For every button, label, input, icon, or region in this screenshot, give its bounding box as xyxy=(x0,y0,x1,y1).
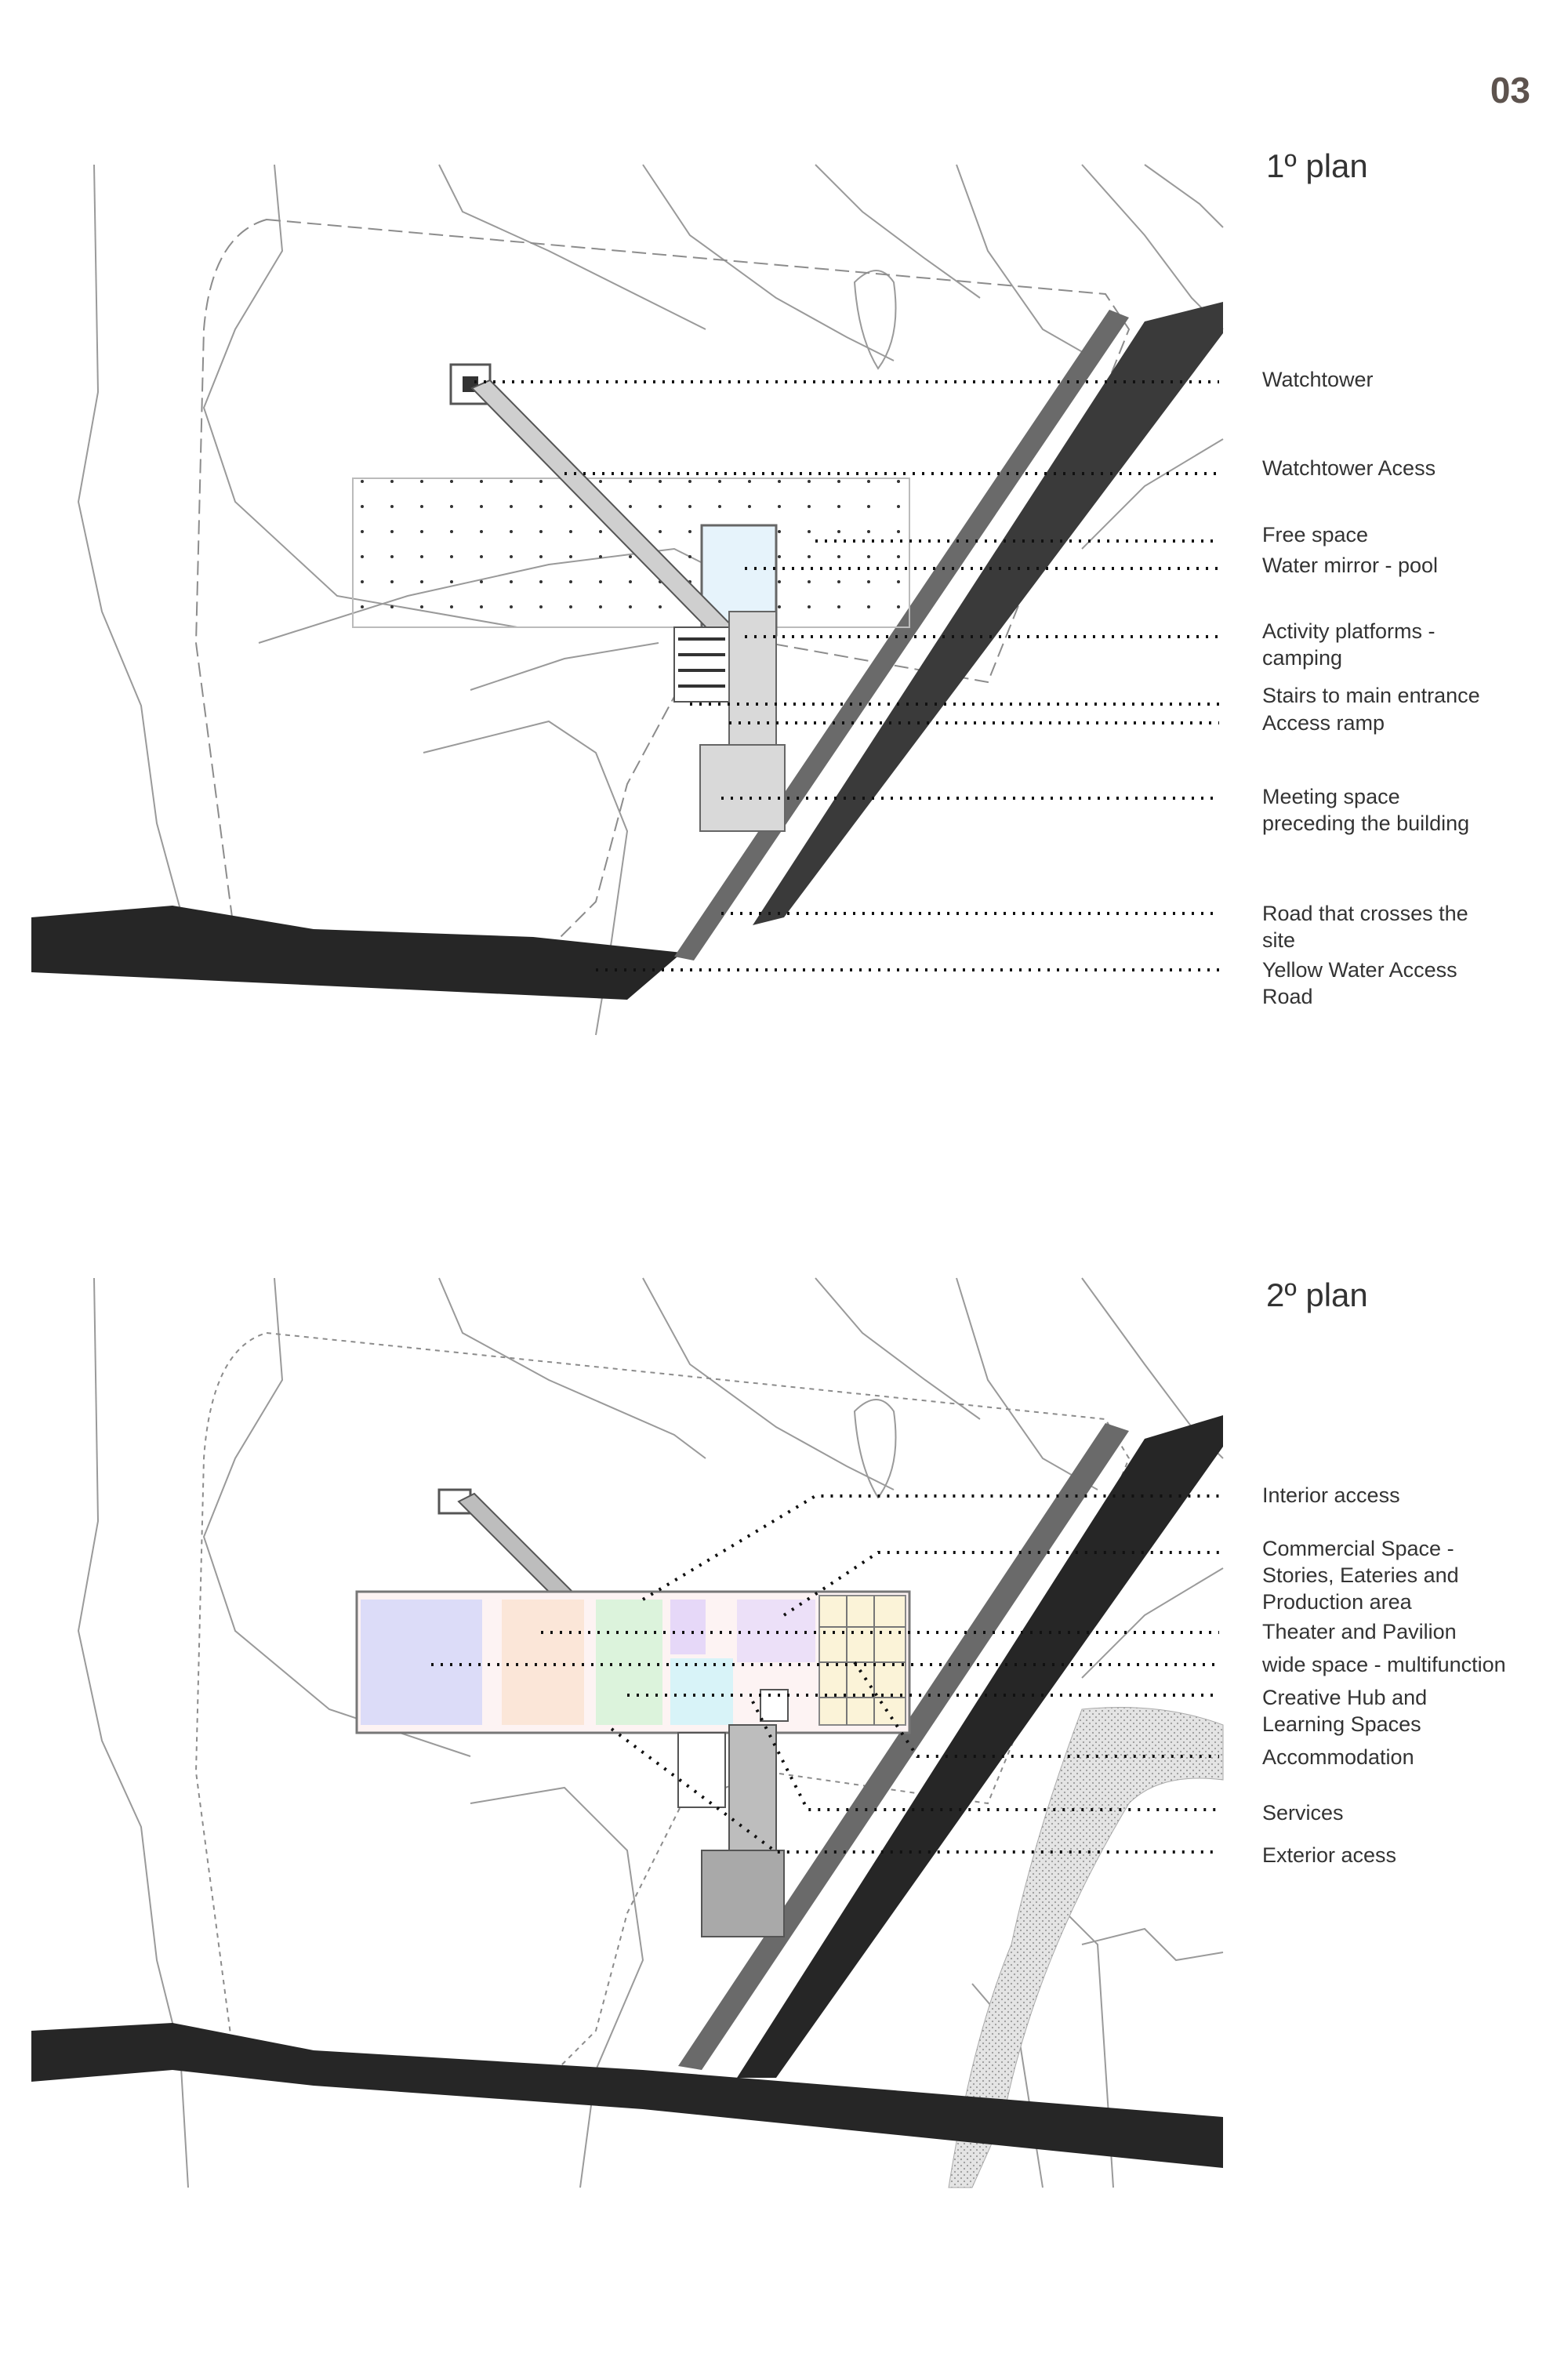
access-ramp xyxy=(728,1724,777,1851)
zone-wide-space xyxy=(361,1600,482,1725)
label-water-mirror: Water mirror - pool xyxy=(1262,554,1439,577)
label-commercial-space: Commercial Space - Stories, Eateries and… xyxy=(1262,1537,1459,1614)
access-road-dark xyxy=(753,302,1223,925)
label-activity-platforms: Activity platforms - camping xyxy=(1262,619,1436,670)
road-crossing-site xyxy=(31,906,682,1000)
plan-1-leader-lines xyxy=(474,380,1219,971)
plan-2-leader-lines xyxy=(431,1494,1219,1854)
zone-interior-access xyxy=(670,1600,706,1654)
zone-theater xyxy=(502,1600,584,1725)
label-exterior-access: Exterior acess xyxy=(1262,1843,1397,1867)
plan-1 xyxy=(31,164,1224,1036)
access-road-dark xyxy=(737,1415,1223,2078)
plan-2 xyxy=(31,1277,1224,2188)
free-space-platform xyxy=(352,477,910,628)
label-watchtower-access: Watchtower Acess xyxy=(1262,456,1436,480)
label-accommodation: Accommodation xyxy=(1262,1745,1414,1769)
zone-creative-hub xyxy=(596,1600,662,1725)
label-stairs: Stairs to main entrance xyxy=(1262,684,1480,707)
label-meeting-space: Meeting space preceding the building xyxy=(1262,785,1470,835)
zone-accommodation xyxy=(818,1595,906,1726)
label-free-space: Free space xyxy=(1262,523,1369,546)
label-services: Services xyxy=(1262,1801,1344,1825)
plan-title-1: 1º plan xyxy=(1266,147,1368,184)
road-crossing-site xyxy=(31,2023,1223,2168)
page-number: 03 xyxy=(1490,70,1530,111)
label-access-ramp: Access ramp xyxy=(1262,711,1385,735)
exterior-stairs xyxy=(677,1732,726,1808)
access-road-ramp xyxy=(678,1423,1129,2070)
zone-services xyxy=(670,1658,733,1725)
plan-title-2: 2º plan xyxy=(1266,1276,1368,1313)
access-ramp xyxy=(728,611,777,746)
label-yellow-water-road: Yellow Water Access Road xyxy=(1262,958,1457,1008)
label-creative-hub: Creative Hub and Learning Spaces xyxy=(1262,1686,1428,1736)
label-theater-pavilion: Theater and Pavilion xyxy=(1262,1620,1457,1643)
label-interior-access: Interior access xyxy=(1262,1483,1400,1507)
label-watchtower: Watchtower xyxy=(1262,368,1374,391)
meeting-space xyxy=(699,744,786,832)
label-road-crossing: Road that crosses the site xyxy=(1262,902,1468,952)
meeting-space xyxy=(701,1850,785,1937)
label-wide-space: wide space - multifunction xyxy=(1262,1653,1506,1676)
